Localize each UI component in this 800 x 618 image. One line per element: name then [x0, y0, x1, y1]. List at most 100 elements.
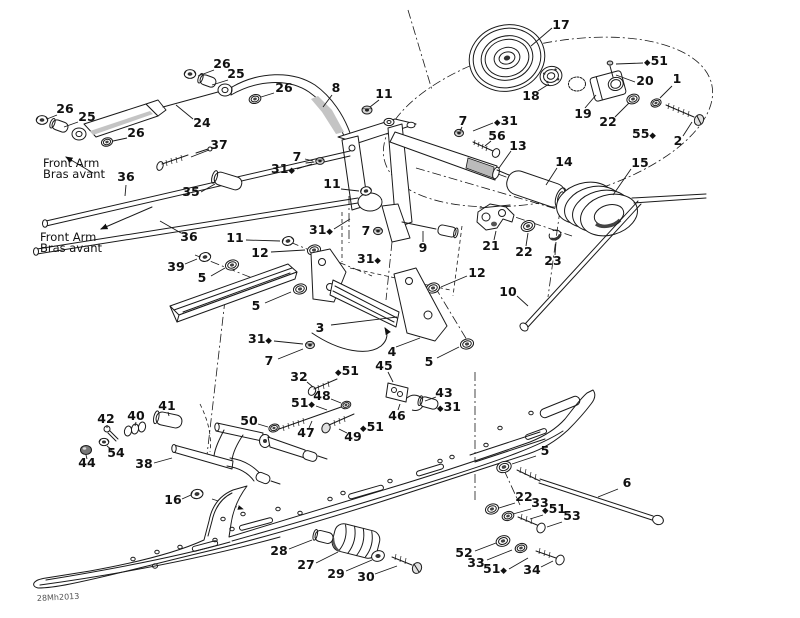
callout-31: ◆31	[494, 113, 518, 128]
callout-leader-37	[191, 150, 209, 157]
callout-18: 18	[522, 88, 539, 103]
shock-absorber	[35, 69, 263, 148]
bushing-41	[152, 410, 183, 429]
callout-leader-46	[398, 404, 400, 410]
bolt-32	[307, 379, 337, 397]
callout-leader-39	[185, 259, 197, 264]
bushing-43	[417, 395, 439, 410]
bolt-30	[392, 554, 423, 575]
washer-5-a	[223, 258, 241, 272]
nut-7-mid	[373, 226, 383, 236]
callout-19: 19	[574, 106, 591, 121]
callout-leader-25	[212, 80, 228, 85]
callout-leader-3	[331, 317, 397, 325]
callout-26: 26	[56, 101, 74, 116]
callout-leader-54	[107, 446, 112, 450]
callout-29: 29	[327, 566, 344, 581]
callout-33: 33	[531, 495, 548, 510]
lock-washer	[569, 77, 586, 91]
callout-34: 34	[523, 562, 541, 577]
callout-52: 52	[455, 545, 472, 560]
callout-leader-20	[616, 75, 635, 82]
cup-washer-29	[370, 549, 386, 563]
callout-5: 5	[541, 443, 550, 458]
callout-55: 55◆	[632, 126, 656, 141]
callout-45: 45	[375, 358, 392, 373]
callout-leader-49	[339, 429, 347, 433]
callout-41: 41	[158, 398, 175, 413]
washer-33-a	[500, 509, 516, 523]
callout-leader-15	[613, 169, 631, 195]
callout-44: 44	[78, 455, 96, 470]
nut-16	[189, 487, 205, 501]
callout-31: 31◆	[357, 251, 381, 266]
callout-23: 23	[544, 253, 561, 268]
callout-leader-4	[396, 338, 420, 347]
bolt-53	[518, 514, 547, 534]
nut-39	[198, 251, 212, 263]
callout-36: 36	[117, 169, 135, 184]
callout-leader-41	[168, 412, 169, 416]
callout-36: 36	[180, 229, 198, 244]
callout-leader-44	[86, 455, 87, 459]
callout-15: 15	[631, 155, 648, 170]
bolt-56	[473, 140, 501, 159]
rod-10	[518, 201, 641, 333]
washer-22-mid	[519, 218, 537, 234]
callout-12: 12	[468, 265, 485, 280]
callout-leader-6	[598, 489, 618, 497]
callout-11: 11	[375, 86, 392, 101]
callout-leader-19	[585, 95, 596, 108]
callout-leader-40	[135, 422, 136, 426]
callout-leader-11	[246, 240, 280, 241]
callout-25: 25	[227, 66, 244, 81]
callout-leader-18	[538, 84, 549, 91]
pointer-curve	[312, 327, 391, 351]
brake-lever	[477, 204, 514, 230]
front-arm-label-fr-1: Bras avant	[43, 167, 106, 181]
callout-10: 10	[499, 284, 517, 299]
callout-leader-7	[278, 349, 303, 359]
callout-51: ◆51	[335, 363, 359, 378]
callout-leader-30	[375, 566, 397, 574]
callout-7: 7	[293, 149, 302, 164]
callout-12: 12	[251, 245, 268, 260]
callout-leader-56	[485, 141, 491, 146]
callout-leader-29	[346, 560, 372, 571]
callout-leader-12	[271, 250, 305, 252]
bolt-34	[536, 548, 566, 566]
callout-4: 4	[388, 344, 397, 359]
callout-49: 49	[344, 429, 361, 444]
axle-block	[589, 70, 626, 101]
front-arm-label-en-2: Front Arm	[40, 230, 96, 244]
callout-leader-5	[211, 268, 225, 276]
callout-24: 24	[193, 115, 211, 130]
rear-arm-bracket	[311, 249, 447, 341]
callout-14: 14	[555, 154, 573, 169]
callout-56: 56	[488, 128, 506, 143]
cotter-pin-42	[104, 426, 118, 441]
nut-11-b	[281, 235, 295, 247]
washers-40	[124, 421, 147, 436]
callout-31: 31◆	[248, 331, 272, 346]
callout-22: 22	[599, 114, 616, 129]
slide-rail	[34, 390, 595, 588]
callout-38: 38	[135, 456, 152, 471]
callout-50: 50	[240, 413, 258, 428]
callout-48: 48	[313, 388, 330, 403]
bearing	[538, 64, 564, 88]
damper-bumper	[330, 522, 381, 560]
set-screw	[607, 61, 613, 77]
callout-leader-21	[494, 231, 496, 240]
callout-40: 40	[127, 408, 145, 423]
bolt-37	[156, 147, 212, 171]
idler-wheel	[462, 17, 552, 99]
callout-6: 6	[623, 475, 632, 490]
circlip-23	[548, 228, 563, 241]
nut-7-low	[305, 340, 315, 350]
callout-leader-32	[307, 382, 313, 387]
callout-7: 7	[459, 113, 468, 128]
callout-leader-23	[555, 242, 556, 255]
callout-leader-22	[615, 103, 629, 117]
